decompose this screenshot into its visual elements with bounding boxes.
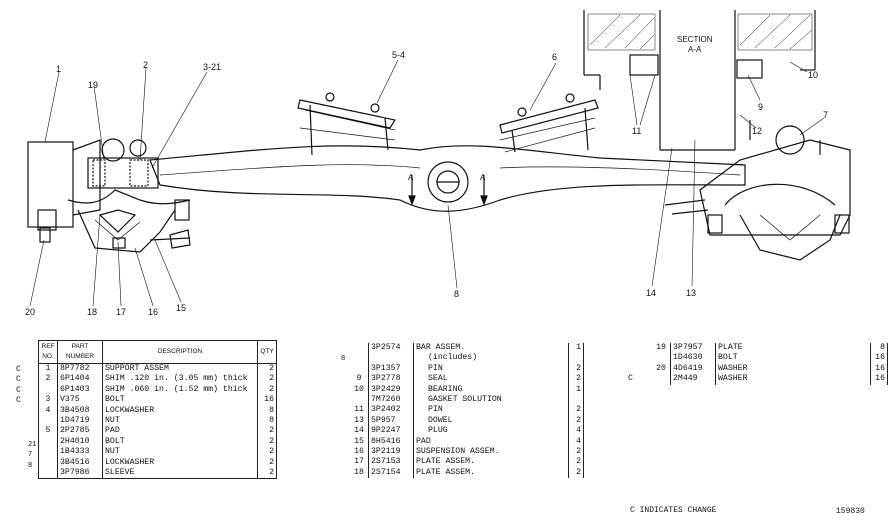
section-arrow-right: A [480, 173, 486, 182]
callout-10: 10 [808, 70, 818, 80]
callout-5-4: 5-4 [392, 50, 405, 60]
change-flag: C [16, 396, 21, 406]
callout-12: 12 [752, 126, 762, 136]
callout-1: 1 [56, 64, 61, 74]
col-qty-header: QTY [257, 340, 277, 364]
suspension-assembly [699, 139, 851, 236]
side-mark: 8 [28, 461, 33, 470]
callout-14: 14 [646, 288, 656, 298]
callout-8: 8 [454, 289, 459, 299]
change-flag: C [16, 385, 21, 395]
change-flag: C [16, 375, 21, 385]
callout-18: 18 [87, 307, 97, 317]
table1-change-flags: C C C C [16, 365, 21, 407]
side-mark: 7 [28, 451, 33, 460]
lower-bracket [77, 209, 176, 253]
center-pin-bore [427, 161, 469, 203]
callout-3-21: 3-21 [203, 62, 221, 72]
col-ref-header: REF NO. [38, 340, 58, 364]
table-row: (includes) [350, 353, 584, 364]
callout-13: 13 [686, 288, 696, 298]
section-arrow-left: A [408, 173, 414, 182]
col-part-header: PART NUMBER [57, 340, 103, 364]
table1-side-marks: 21 7 8 [28, 440, 36, 471]
side-mark: 21 [28, 441, 37, 449]
callout-9: 9 [758, 102, 763, 112]
section-subtitle: A-A [688, 45, 702, 54]
callout-2: 2 [143, 60, 148, 70]
callout-19: 19 [88, 80, 98, 90]
callout-7: 7 [823, 110, 828, 120]
callout-20: 20 [25, 307, 35, 317]
change-flag: C [16, 365, 21, 374]
callout-11: 11 [632, 126, 641, 136]
drawing-number: 159830 [836, 507, 865, 516]
change-flag: C [628, 374, 633, 383]
col-desc-header: DESCRIPTION [102, 340, 258, 364]
section-hatch-left [587, 13, 656, 51]
callout-6: 6 [552, 52, 557, 62]
callout-17: 17 [116, 307, 126, 317]
change-indicator-note: C INDICATES CHANGE [630, 506, 717, 515]
callout-16: 16 [148, 307, 158, 317]
callout-15: 15 [176, 303, 186, 313]
support-assembly [27, 141, 74, 228]
table2-side-mark: 8 [341, 355, 346, 363]
equalizer-bar [149, 145, 746, 212]
section-title: SECTION [677, 35, 713, 44]
pad-left [297, 99, 396, 129]
pad-right [499, 99, 599, 134]
table3-change-flags: C [628, 374, 633, 384]
